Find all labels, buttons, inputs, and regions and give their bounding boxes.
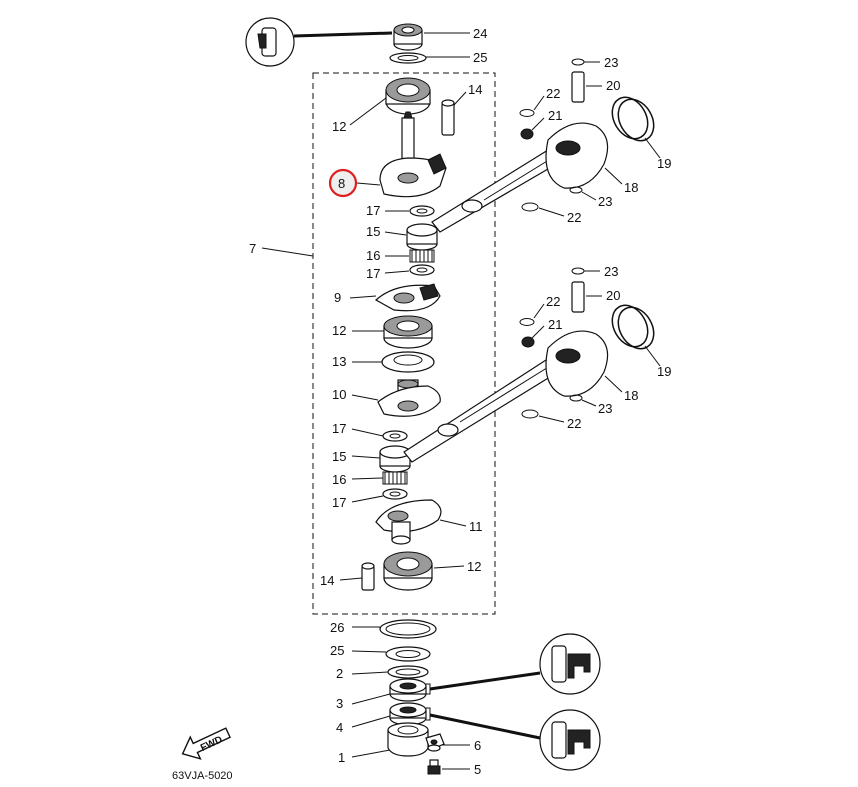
- needle-bearing-21-lower: [521, 336, 535, 348]
- label-2: 2: [336, 666, 343, 681]
- dowel-pin-14-bottom: [361, 562, 375, 591]
- label-15-b: 15: [332, 449, 346, 464]
- circlip-23-d: [569, 394, 583, 402]
- label-23-c: 23: [604, 264, 618, 279]
- label-12-mid: 12: [332, 323, 346, 338]
- washer-17-b: [409, 264, 435, 276]
- label-17-b: 17: [366, 266, 380, 281]
- circlip-23-b: [569, 186, 583, 194]
- fwd-label: FWD: [199, 734, 224, 754]
- label-23-a: 23: [604, 55, 618, 70]
- label-14-bottom: 14: [320, 573, 334, 588]
- diagram-code: 63VJA-5020: [172, 770, 233, 782]
- label-26: 26: [330, 620, 344, 635]
- washer-2: [387, 665, 429, 679]
- label-1: 1: [338, 750, 345, 765]
- oil-seal-3: [389, 678, 427, 702]
- o-ring-25-top: [389, 52, 427, 64]
- label-16-a: 16: [366, 248, 380, 263]
- bearing-12-top: [385, 77, 431, 115]
- grease-symbol-bottom-lower-icon: [539, 709, 601, 771]
- bearing-12-mid: [383, 315, 433, 349]
- label-21-a: 21: [548, 108, 562, 123]
- crank-web-10: [377, 379, 441, 417]
- circlip-23-c: [571, 267, 585, 275]
- label-14-top: 14: [468, 82, 482, 97]
- needle-bearing-16-b: [382, 471, 408, 485]
- bearing-12-bottom: [383, 551, 433, 591]
- label-18-a: 18: [624, 180, 638, 195]
- crank-web-8: [379, 111, 447, 198]
- washer-17-a: [409, 205, 435, 217]
- label-24: 24: [473, 26, 487, 41]
- oil-seal-24: [393, 23, 423, 51]
- label-25-bottom: 25: [330, 643, 344, 658]
- washer-22-c: [519, 318, 535, 326]
- label-19-b: 19: [657, 364, 671, 379]
- label-3: 3: [336, 696, 343, 711]
- oil-seal-housing-1: [387, 722, 445, 757]
- label-23-d: 23: [598, 401, 612, 416]
- piston-pin-20-upper: [571, 71, 585, 103]
- label-19-a: 19: [657, 156, 671, 171]
- label-22-c: 22: [546, 294, 560, 309]
- washer-22-b: [521, 202, 539, 212]
- bolt-5: [427, 759, 441, 775]
- label-17-a: 17: [366, 203, 380, 218]
- crank-web-9: [374, 283, 441, 312]
- label-11: 11: [469, 519, 483, 534]
- label-12-top: 12: [332, 119, 346, 134]
- label-16-b: 16: [332, 472, 346, 487]
- label-22-a: 22: [546, 86, 560, 101]
- piston-rings-19-upper: [611, 96, 655, 142]
- crank-pin-15-a: [406, 223, 438, 251]
- label-5: 5: [474, 762, 481, 777]
- piston-18-upper: [545, 122, 609, 189]
- oil-seal-13: [381, 351, 435, 373]
- label-18-b: 18: [624, 388, 638, 403]
- label-22-d: 22: [567, 416, 581, 431]
- needle-bearing-16-a: [409, 249, 435, 263]
- label-6: 6: [474, 738, 481, 753]
- label-15-a: 15: [366, 224, 380, 239]
- crank-pin-15-b: [379, 445, 411, 473]
- label-13: 13: [332, 354, 346, 369]
- washer-17-c: [382, 430, 408, 442]
- label-22-b: 22: [567, 210, 581, 225]
- grease-symbol-bottom-upper-icon: [539, 633, 601, 695]
- label-20-b: 20: [606, 288, 620, 303]
- label-21-b: 21: [548, 317, 562, 332]
- highlight-ring-8: [328, 168, 358, 198]
- o-ring-26: [379, 619, 437, 639]
- washer-17-d: [382, 488, 408, 500]
- dowel-pin-14-top: [441, 99, 455, 136]
- label-25-top: 25: [473, 50, 487, 65]
- label-8: 8: [338, 176, 345, 191]
- piston-18-lower: [545, 330, 609, 397]
- label-4: 4: [336, 720, 343, 735]
- oil-seal-4: [389, 702, 427, 726]
- label-7: 7: [249, 241, 256, 256]
- washer-6: [427, 744, 441, 752]
- grease-symbol-top-icon: [245, 17, 393, 67]
- needle-bearing-21-upper: [520, 128, 534, 140]
- crank-web-11: [375, 499, 442, 545]
- label-12-bottom: 12: [467, 559, 481, 574]
- fwd-arrow-icon: [181, 727, 231, 760]
- label-9: 9: [334, 290, 341, 305]
- label-17-c: 17: [332, 421, 346, 436]
- label-17-d: 17: [332, 495, 346, 510]
- washer-22-a: [519, 109, 535, 117]
- crankshaft-assembly-box: [312, 72, 496, 615]
- o-ring-25-bottom: [385, 646, 431, 662]
- piston-pin-20-lower: [571, 281, 585, 313]
- label-23-b: 23: [598, 194, 612, 209]
- connecting-rod-upper: [431, 149, 561, 233]
- label-10: 10: [332, 387, 346, 402]
- circlip-23-a: [571, 58, 585, 66]
- label-20-a: 20: [606, 78, 620, 93]
- piston-rings-19-lower: [611, 304, 655, 350]
- washer-22-d: [521, 409, 539, 419]
